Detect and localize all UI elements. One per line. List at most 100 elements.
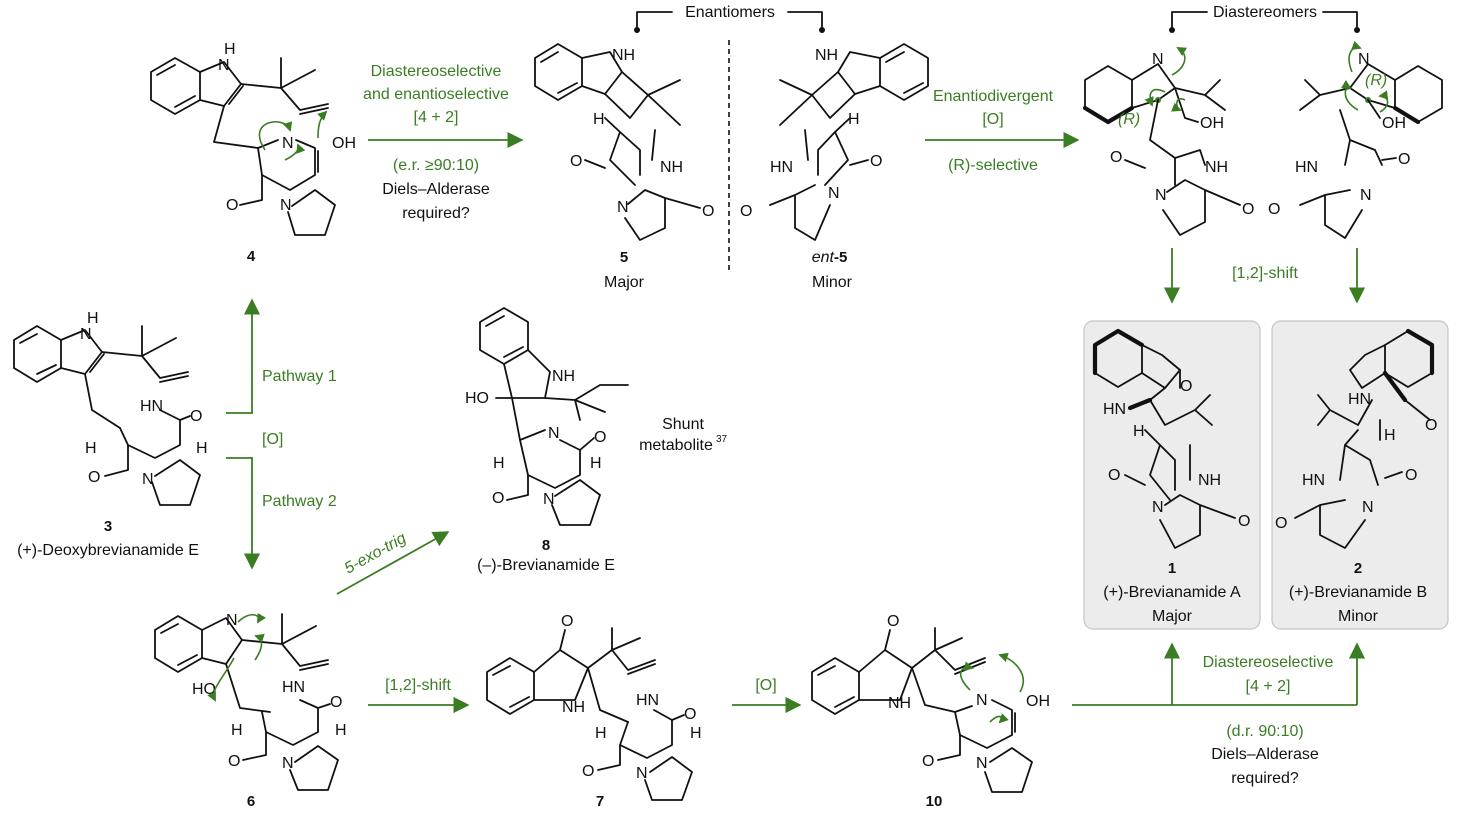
pathway2-label: Pathway 2 [262, 493, 337, 510]
compound-2-number: 2 [1354, 560, 1362, 577]
atom-o: O [887, 613, 899, 630]
atom-o: O [684, 706, 696, 723]
pathway1-label: Pathway 1 [262, 368, 337, 385]
atom-h: H [595, 725, 607, 742]
compound-8-number: 8 [542, 537, 550, 554]
atom-n: N [1152, 51, 1164, 68]
atom-oh: OH [332, 135, 356, 152]
compound-ent5-desc: Minor [812, 274, 853, 291]
shift12-top-label: [1,2]-shift [1232, 265, 1298, 282]
atom-nh: H [224, 41, 236, 58]
atom-hn: HN [1103, 401, 1126, 418]
atom-h: H [848, 111, 860, 128]
shift12-bottom-label: [1,2]-shift [385, 677, 451, 694]
product-box-2 [1271, 320, 1449, 630]
atom-hn: HN [282, 679, 305, 696]
compound-1-name: (+)-Brevianamide A [1103, 584, 1241, 601]
atom-o: O [228, 753, 240, 770]
atom-n: N [142, 471, 154, 488]
r10to12-line5: required? [1231, 770, 1299, 787]
atom-hn: HN [1295, 159, 1318, 176]
atom-n: N [1362, 499, 1374, 516]
r4to5-line4: (e.r. ≥90:10) [393, 157, 479, 174]
oxidation-bottom-label: [O] [755, 677, 776, 694]
atom-n: N [282, 755, 294, 772]
compound-ent5-structure: NH H HN O N O [740, 43, 929, 241]
atom-hn: HN [1302, 472, 1325, 489]
atom-o: O [1425, 417, 1437, 434]
atom-h: H [335, 722, 347, 739]
atom-n: N [1360, 187, 1372, 204]
shunt-ref: 37 [716, 434, 728, 445]
atom-o: O [1110, 149, 1122, 166]
atom-h: H [493, 455, 505, 472]
atom-oh: OH [1382, 115, 1406, 132]
atom-o: O [1398, 151, 1410, 168]
atom-oh: OH [1026, 693, 1050, 710]
atom-o: O [740, 203, 752, 220]
atom-o: O [88, 469, 100, 486]
atom-hn: HN [770, 159, 793, 176]
compound-10-structure: O NH N OH O N [811, 613, 1050, 793]
atom-nh: NH [562, 699, 585, 716]
atom-n: N [636, 765, 648, 782]
compound-1-number: 1 [1168, 560, 1176, 577]
atom-n: N [218, 57, 230, 74]
arrow-5-exo-trig [336, 531, 450, 595]
atom-o: O [1275, 515, 1287, 532]
atom-nh: NH [1205, 159, 1228, 176]
atom-o: O [1242, 201, 1254, 218]
atom-o: O [870, 153, 882, 170]
compound-6-structure: N HO HN O H H O N [154, 612, 347, 791]
compound-ent5-prefix: ent [812, 249, 835, 266]
compound-3-name: (+)-Deoxybrevianamide E [17, 542, 199, 559]
atom-o: O [570, 153, 582, 170]
atom-n: N [282, 135, 294, 152]
atom-n: N [80, 326, 92, 343]
r4to5-line3: [4 + 2] [414, 109, 459, 126]
compound-1-desc: Major [1152, 608, 1193, 625]
atom-h: H [590, 455, 602, 472]
r5toR-line3: (R)-selective [948, 157, 1038, 174]
compound-3-structure: H N HN O H H O N [13, 310, 208, 506]
compound-4-number: 4 [247, 248, 256, 265]
diastereomer-a-structure: N OH (R) O NH N O [1082, 47, 1254, 236]
diastereomer-b-structure: N (R) OH HN O N O [1268, 40, 1443, 239]
compound-5-number: 5 [620, 249, 628, 266]
atom-n: N [1155, 187, 1167, 204]
shunt-line2: metabolite [639, 437, 713, 454]
atom-nh: NH [612, 47, 635, 64]
r4to5-line6: required? [402, 205, 470, 222]
atom-h: H [1133, 423, 1145, 440]
atom-h: H [87, 310, 99, 327]
diastereomers-label: Diastereomers [1213, 4, 1317, 21]
r10to12-line1: Diastereoselective [1203, 654, 1334, 671]
product-box-1 [1083, 320, 1261, 630]
atom-o: O [582, 763, 594, 780]
atom-o: O [702, 203, 714, 220]
diastereomers-bracket: Diastereomers [1169, 4, 1360, 33]
atom-o: O [190, 408, 202, 425]
atom-nh: NH [552, 368, 575, 385]
compound-7-structure: O NH HN O H H O N [486, 613, 702, 801]
atom-n: N [828, 185, 840, 202]
atom-n: N [1358, 51, 1370, 68]
atom-ho: HO [192, 681, 216, 698]
compound-4-structure: H N N OH O N [150, 41, 356, 236]
r4to5-line1: Diastereoselective [371, 63, 502, 80]
atom-o: O [922, 753, 934, 770]
compound-8-structure: NH HO N O H H O N [465, 307, 629, 526]
arrow-pathway-2 [226, 457, 261, 570]
atom-n: N [543, 491, 555, 508]
r5toR-line1: Enantiodivergent [933, 88, 1054, 105]
atom-h: H [231, 722, 243, 739]
atom-o: O [561, 613, 573, 630]
atom-nh: NH [660, 159, 683, 176]
r4to5-line2: and enantioselective [363, 86, 509, 103]
atom-oh: OH [1200, 115, 1224, 132]
compound-6-number: 6 [247, 793, 255, 810]
compound-2-name: (+)-Brevianamide B [1289, 584, 1427, 601]
compound-5-structure: NH H O NH N O [534, 43, 714, 241]
atom-o: O [226, 197, 238, 214]
